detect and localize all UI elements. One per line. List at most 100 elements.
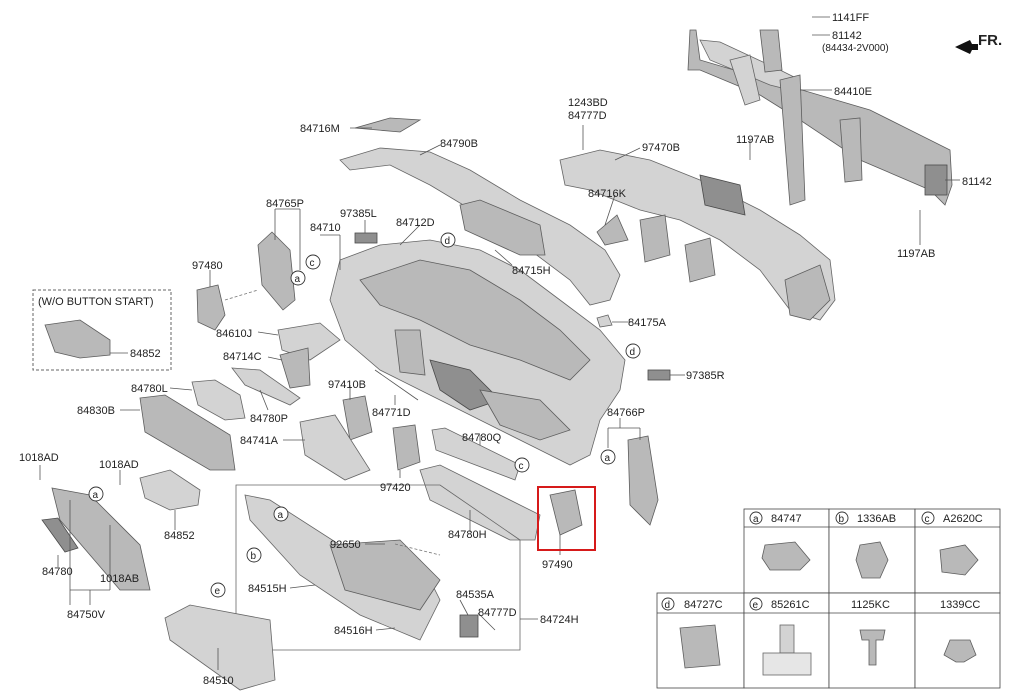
legend-part-84727c: 84727C xyxy=(684,599,723,611)
legend-part-85261c: 85261C xyxy=(771,599,810,611)
label-84714c: 84714C xyxy=(223,351,262,363)
label-84610j: 84610J xyxy=(216,328,252,340)
svg-text:a: a xyxy=(605,453,611,464)
side-cover-84765p xyxy=(257,231,296,311)
dashboard-body xyxy=(329,239,626,466)
svg-text:e: e xyxy=(753,600,759,611)
label-84434: (84434-2V000) xyxy=(822,43,889,54)
bolt-icon xyxy=(859,629,886,666)
side-cover-84766p xyxy=(627,435,659,526)
label-84780l: 84780L xyxy=(131,383,168,395)
svg-text:c: c xyxy=(925,514,930,525)
cover-84780q xyxy=(431,427,521,481)
clip-icon xyxy=(761,541,811,571)
svg-text:a: a xyxy=(278,510,284,521)
bracket-84610j xyxy=(277,322,341,361)
label-84715h: 84715H xyxy=(512,265,551,277)
legend-item-b: b 1336AB xyxy=(835,511,896,579)
label-97410b: 97410B xyxy=(328,379,366,391)
legend-item-1339cc: 1339CC xyxy=(940,599,980,663)
label-1243bd: 1243BD xyxy=(568,97,608,109)
cowl-cross-bar xyxy=(687,29,953,206)
pad-icon xyxy=(779,624,795,654)
callout-a-1: a xyxy=(290,270,306,286)
callout-c-1: c xyxy=(305,254,321,270)
legend-item-a: a 84747 xyxy=(749,511,811,571)
label-84777d-bottom: 84777D xyxy=(478,607,517,619)
label-81142-right: 81142 xyxy=(962,176,992,188)
bar-84771d xyxy=(374,369,419,401)
label-84750v: 84750V xyxy=(67,609,106,621)
bracket-84741a xyxy=(299,414,371,481)
label-84766p: 84766P xyxy=(607,407,645,419)
label-97470b: 97470B xyxy=(642,142,680,154)
cover-84780l xyxy=(191,379,246,421)
vent-97490 xyxy=(549,489,583,536)
label-84771d: 84771D xyxy=(372,407,411,419)
trim-84780p xyxy=(231,367,301,406)
cover-84780 xyxy=(41,517,79,553)
svg-text:d: d xyxy=(665,600,671,611)
nut-icon xyxy=(855,541,889,579)
label-84852-inset: 84852 xyxy=(130,348,161,360)
label-97385l: 97385L xyxy=(340,208,377,220)
front-direction-indicator: FR. xyxy=(955,32,1002,54)
legend-part-1125kc: 1125KC xyxy=(851,599,890,611)
callout-d-2: d xyxy=(625,343,641,359)
part-labels: 1141FF 81142 (84434-2V000) 84410E 1243BD… xyxy=(19,12,992,687)
cover-84780h xyxy=(419,464,541,541)
label-84716m: 84716M xyxy=(300,123,340,135)
glove-box-inset xyxy=(235,484,521,651)
svg-text:a: a xyxy=(93,490,99,501)
label-84780q: 84780Q xyxy=(462,432,502,444)
label-84712d: 84712D xyxy=(396,217,435,229)
callout-a-2: a xyxy=(600,449,616,465)
label-84777d-top: 84777D xyxy=(568,110,607,122)
bracket-icon xyxy=(679,624,721,669)
cap-nut-icon xyxy=(943,639,977,663)
legend-part-84747: 84747 xyxy=(771,513,802,525)
label-84780: 84780 xyxy=(42,566,73,578)
air-duct xyxy=(559,149,836,321)
leader-lines xyxy=(39,16,960,670)
vent-97410b xyxy=(342,395,373,441)
label-97480: 97480 xyxy=(192,260,223,272)
callout-b-1: b xyxy=(246,547,262,563)
wo-button-start-label: (W/O BUTTON START) xyxy=(38,296,154,308)
svg-text:c: c xyxy=(310,258,315,269)
callouts: a c d d a c a a b e xyxy=(88,232,641,598)
label-97490: 97490 xyxy=(542,559,573,571)
callout-e-1: e xyxy=(210,582,226,598)
vent-97420 xyxy=(392,424,421,471)
bracket-84714c xyxy=(279,347,311,389)
cover-84852b xyxy=(139,469,201,511)
callout-d-1: d xyxy=(440,232,456,248)
label-97385r: 97385R xyxy=(686,370,725,382)
legend-part-1336ab: 1336AB xyxy=(857,513,896,525)
crash-pad-upper xyxy=(339,147,621,306)
label-84765p: 84765P xyxy=(266,198,304,210)
callout-a-4: a xyxy=(273,506,289,522)
label-1197ab-top: 1197AB xyxy=(736,134,774,146)
wo-button-start-inset: (W/O BUTTON START) xyxy=(32,289,172,371)
label-97420: 97420 xyxy=(380,482,411,494)
svg-text:a: a xyxy=(753,514,759,525)
label-1197ab-bottom: 1197AB xyxy=(897,248,935,260)
svg-text:a: a xyxy=(295,274,301,285)
front-arrow-icon xyxy=(955,40,978,54)
svg-text:b: b xyxy=(839,514,845,525)
label-1018ad-left: 1018AD xyxy=(19,452,59,464)
label-1141ff: 1141FF xyxy=(832,12,869,24)
legend-item-e: e 85261C xyxy=(749,597,812,676)
clip-nut-icon xyxy=(939,544,979,576)
svg-text:d: d xyxy=(630,347,636,358)
svg-text:d: d xyxy=(445,236,451,247)
label-84716k: 84716K xyxy=(588,188,627,200)
legend-item-1125kc: 1125KC xyxy=(851,599,890,666)
label-84410e: 84410E xyxy=(834,86,872,98)
label-84741a: 84741A xyxy=(240,435,279,447)
clip-84175a xyxy=(596,314,613,328)
svg-text:c: c xyxy=(519,461,524,472)
label-84830b: 84830B xyxy=(77,405,115,417)
